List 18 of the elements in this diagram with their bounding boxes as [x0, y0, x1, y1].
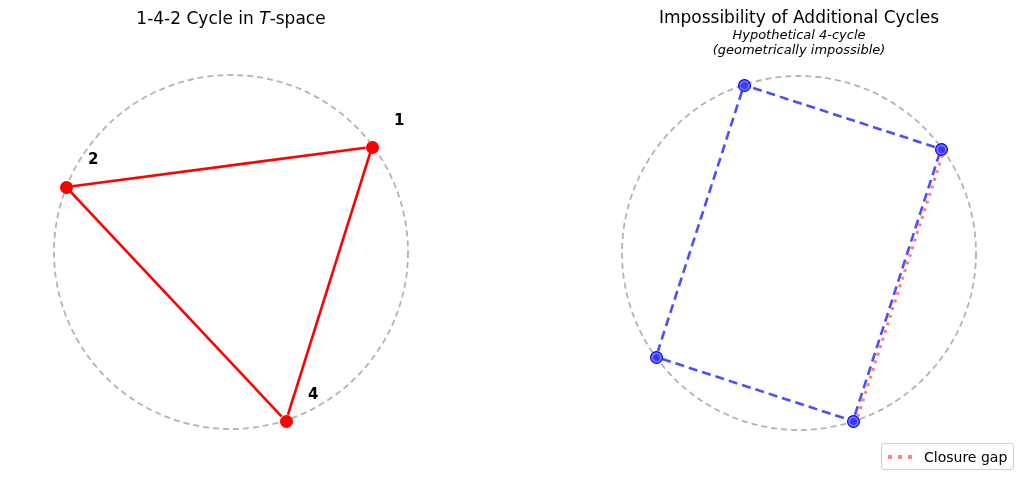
- solid-line: [69, 190, 283, 418]
- vertex-number: 1: [394, 112, 405, 128]
- panel-title: 1-4-2 Cycle in T-space: [136, 8, 326, 28]
- solid-line: [72, 146, 366, 188]
- solid-line: [286, 152, 372, 416]
- vertex-dot: [279, 414, 293, 428]
- vertex-number: 4: [308, 386, 319, 402]
- vertex-dot: [649, 350, 663, 364]
- vertex-dot: [365, 140, 379, 154]
- dashed-line: [656, 90, 744, 352]
- vertex-number: 2: [88, 151, 99, 167]
- vertex-dot: [59, 180, 73, 194]
- vertex-dot: [846, 414, 860, 428]
- legend-label: Closure gap: [924, 449, 1008, 465]
- panel-title: Impossibility of Additional Cycles: [658, 7, 940, 27]
- panel-subtitle: Hypothetical 4-cycle (geometrically impossible): [711, 27, 887, 57]
- vertex-dot: [737, 78, 751, 92]
- vertex-dot: [934, 142, 948, 156]
